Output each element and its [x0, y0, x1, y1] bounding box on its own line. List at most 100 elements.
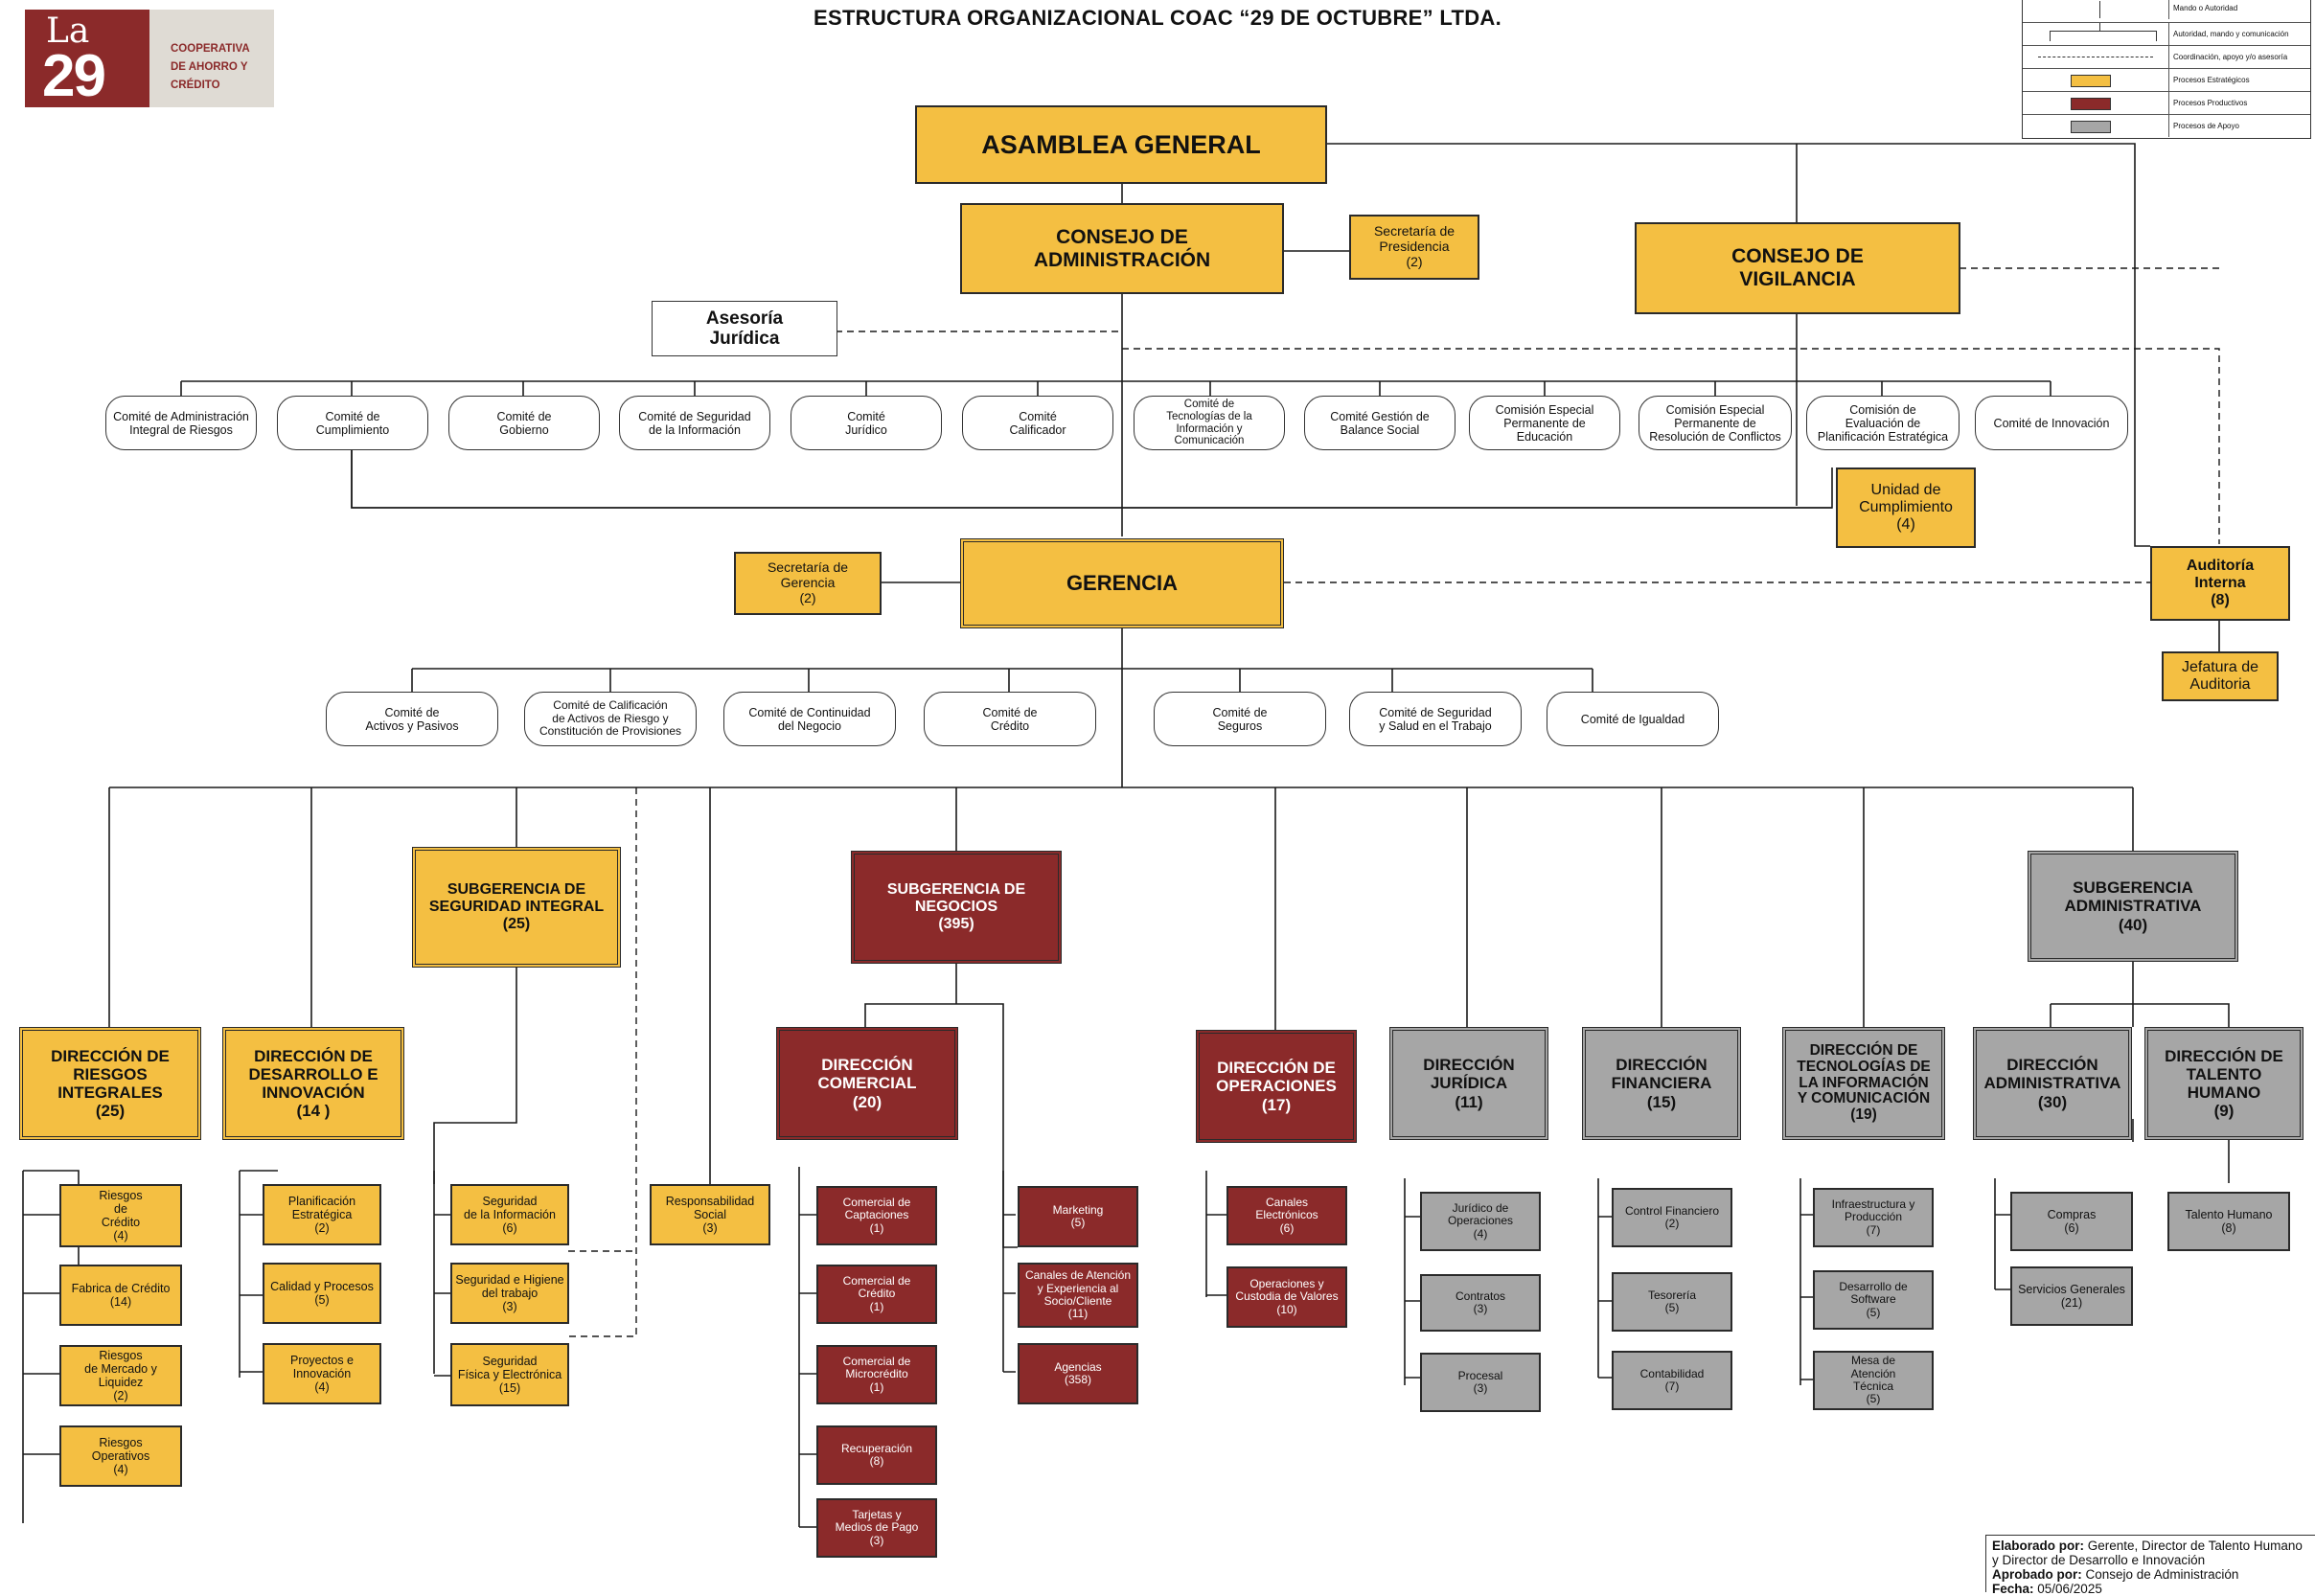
direccion-operaciones-box: DIRECCIÓN DE OPERACIONES (17) [1196, 1030, 1357, 1143]
logo-la-text: La [46, 11, 90, 51]
legend-row-strategic: Procesos Estratégicos [2023, 68, 2310, 91]
unit-box: Riesgos de Crédito (4) [59, 1184, 182, 1247]
board-committee: Comité Gestión de Balance Social [1304, 396, 1455, 450]
unit-box: Seguridad de la Información (6) [450, 1184, 569, 1245]
board-committee: Comité de Tecnologías de la Información … [1134, 396, 1285, 450]
legend-row-authority: Mando o Autoridad [2023, 0, 2310, 19]
auditoria-interna-box: Auditoría Interna (8) [2150, 546, 2290, 621]
subgerencia-administrativa-box: SUBGERENCIA ADMINISTRATIVA (40) [2028, 851, 2238, 962]
management-committee: Comité de Crédito [924, 692, 1096, 746]
legend-row-command: Autoridad, mando y comunicación [2023, 22, 2310, 45]
asesoria-juridica-box: Asesoría Jurídica [652, 301, 837, 356]
unit-box: Jurídico de Operaciones (4) [1420, 1192, 1541, 1251]
unit-box: Mesa de Atención Técnica (5) [1813, 1351, 1934, 1410]
unit-box: Contabilidad (7) [1612, 1351, 1732, 1410]
footer-elaborado-label: Elaborado por: [1992, 1539, 2085, 1553]
board-committee: Comisión de Evaluación de Planificación … [1806, 396, 1960, 450]
gerencia-box: GERENCIA [960, 538, 1284, 628]
board-committee: Comisión Especial Permanente de Resoluci… [1639, 396, 1792, 450]
board-committee: Comité de Administración Integral de Rie… [105, 396, 257, 450]
direccion-juridica-box: DIRECCIÓN JURÍDICA (11) [1389, 1027, 1548, 1140]
footer-fecha-label: Fecha: [1992, 1582, 2034, 1596]
secretaria-gerencia-box: Secretaría de Gerencia (2) [734, 552, 882, 615]
subgerencia-seguridad-box: SUBGERENCIA DE SEGURIDAD INTEGRAL (25) [412, 847, 621, 968]
footer-aprobado-value: Consejo de Administración [2081, 1567, 2239, 1582]
legend-row-productive: Procesos Productivos [2023, 91, 2310, 114]
unit-box: Seguridad e Higiene del trabajo (3) [450, 1263, 569, 1324]
direccion-talento-box: DIRECCIÓN DE TALENTO HUMANO (9) [2144, 1027, 2304, 1140]
footer-elaborado-value: Gerente, Director de Talento Humano y Di… [1992, 1539, 2303, 1567]
unit-box: Riesgos de Mercado y Liquidez (2) [59, 1345, 182, 1406]
unit-box: Canales Electrónicos (6) [1226, 1186, 1347, 1245]
legend-label: Procesos Productivos [2168, 92, 2307, 114]
management-committee: Comité de Seguros [1154, 692, 1326, 746]
logo-mark: La 29 [25, 10, 149, 109]
unit-box: Desarrollo de Software (5) [1813, 1270, 1934, 1330]
unit-box: Comercial de Microcrédito (1) [816, 1345, 937, 1404]
unit-box: Operaciones y Custodia de Valores (10) [1226, 1266, 1347, 1328]
board-committee: Comité Jurídico [791, 396, 942, 450]
footer-fecha: Fecha: 05/06/2025 [1992, 1582, 2309, 1596]
direccion-desarrollo-box: DIRECCIÓN DE DESARROLLO E INNOVACIÓN (14… [222, 1027, 404, 1140]
unit-box: Servicios Generales (21) [2010, 1266, 2133, 1326]
consejo-vigilancia-box: CONSEJO DE VIGILANCIA [1635, 222, 1960, 314]
management-committee: Comité de Continuidad del Negocio [723, 692, 896, 746]
unit-box: Comercial de Crédito (1) [816, 1265, 937, 1324]
logo-29-text: 29 [42, 43, 106, 109]
management-committee: Comité de Seguridad y Salud en el Trabaj… [1349, 692, 1522, 746]
footer-fecha-value: 05/06/2025 [2033, 1582, 2102, 1596]
page-title: ESTRUCTURA ORGANIZACIONAL COAC “29 DE OC… [814, 6, 1501, 30]
legend: Mando o Autoridad Autoridad, mando y com… [2022, 0, 2311, 139]
consejo-administracion-box: CONSEJO DE ADMINISTRACIÓN [960, 203, 1284, 294]
unit-box: Tesorería (5) [1612, 1272, 1732, 1332]
footer-info: Elaborado por: Gerente, Director de Tale… [1985, 1535, 2315, 1596]
unit-box: Agencias (358) [1018, 1343, 1138, 1404]
board-committee: Comité de Innovación [1975, 396, 2128, 450]
footer-elaborado: Elaborado por: Gerente, Director de Tale… [1992, 1539, 2309, 1567]
legend-label: Autoridad, mando y comunicación [2168, 23, 2307, 45]
legend-row-coordination: Coordinación, apoyo y/o asesoría [2023, 45, 2310, 68]
responsabilidad-social-box: Responsabilidad Social (3) [650, 1184, 770, 1245]
unidad-cumplimiento-box: Unidad de Cumplimiento (4) [1836, 467, 1976, 548]
direccion-financiera-box: DIRECCIÓN FINANCIERA (15) [1582, 1027, 1741, 1140]
unit-box: Procesal (3) [1420, 1353, 1541, 1412]
strategic-swatch [2071, 75, 2111, 87]
direccion-riesgos-box: DIRECCIÓN DE RIESGOS INTEGRALES (25) [19, 1027, 201, 1140]
unit-box: Tarjetas y Medios de Pago (3) [816, 1498, 937, 1558]
unit-box: Planificación Estratégica (2) [263, 1184, 381, 1245]
logo-tagline: COOPERATIVA DE AHORRO Y CRÉDITO [149, 10, 274, 107]
legend-label: Procesos de Apoyo [2168, 115, 2307, 137]
subgerencia-negocios-box: SUBGERENCIA DE NEGOCIOS (395) [851, 851, 1062, 964]
support-swatch [2071, 121, 2111, 133]
management-committee: Comité de Igualdad [1547, 692, 1719, 746]
legend-label: Coordinación, apoyo y/o asesoría [2168, 46, 2307, 68]
board-committee: Comité de Cumplimiento [277, 396, 428, 450]
unit-box: Seguridad Física y Electrónica (15) [450, 1343, 569, 1406]
direccion-administrativa-box: DIRECCIÓN ADMINISTRATIVA (30) [1973, 1027, 2132, 1140]
management-committee: Comité de Calificación de Activos de Rie… [524, 692, 697, 746]
unit-box: Proyectos e Innovación (4) [263, 1343, 381, 1404]
board-committee: Comité Calificador [962, 396, 1113, 450]
unit-box: Comercial de Captaciones (1) [816, 1186, 937, 1245]
productive-swatch [2071, 98, 2111, 110]
direccion-tecnologias-box: DIRECCIÓN DE TECNOLOGÍAS DE LA INFORMACI… [1782, 1027, 1945, 1140]
unit-box: Riesgos Operativos (4) [59, 1425, 182, 1487]
board-committee: Comité de Seguridad de la Información [619, 396, 770, 450]
board-committee: Comisión Especial Permanente de Educació… [1469, 396, 1620, 450]
unit-box: Infraestructura y Producción (7) [1813, 1188, 1934, 1247]
jefatura-auditoria-box: Jefatura de Auditoria [2162, 651, 2279, 701]
legend-solid-line-icon [2030, 0, 2165, 19]
unit-box: Talento Humano (8) [2167, 1192, 2290, 1251]
unit-box: Compras (6) [2010, 1192, 2133, 1251]
legend-dashed-line-icon [2030, 46, 2165, 68]
direccion-comercial-box: DIRECCIÓN COMERCIAL (20) [776, 1027, 958, 1140]
legend-branch-line-icon [2030, 23, 2165, 45]
unit-box: Canales de Atención y Experiencia al Soc… [1018, 1263, 1138, 1328]
logo: La 29 COOPERATIVA DE AHORRO Y CRÉDITO [25, 10, 274, 109]
unit-box: Recuperación (8) [816, 1425, 937, 1485]
footer-aprobado-label: Aprobado por: [1992, 1567, 2082, 1582]
unit-box: Contratos (3) [1420, 1274, 1541, 1332]
legend-label: Mando o Autoridad [2168, 0, 2307, 19]
unit-box: Calidad y Procesos (5) [263, 1263, 381, 1324]
